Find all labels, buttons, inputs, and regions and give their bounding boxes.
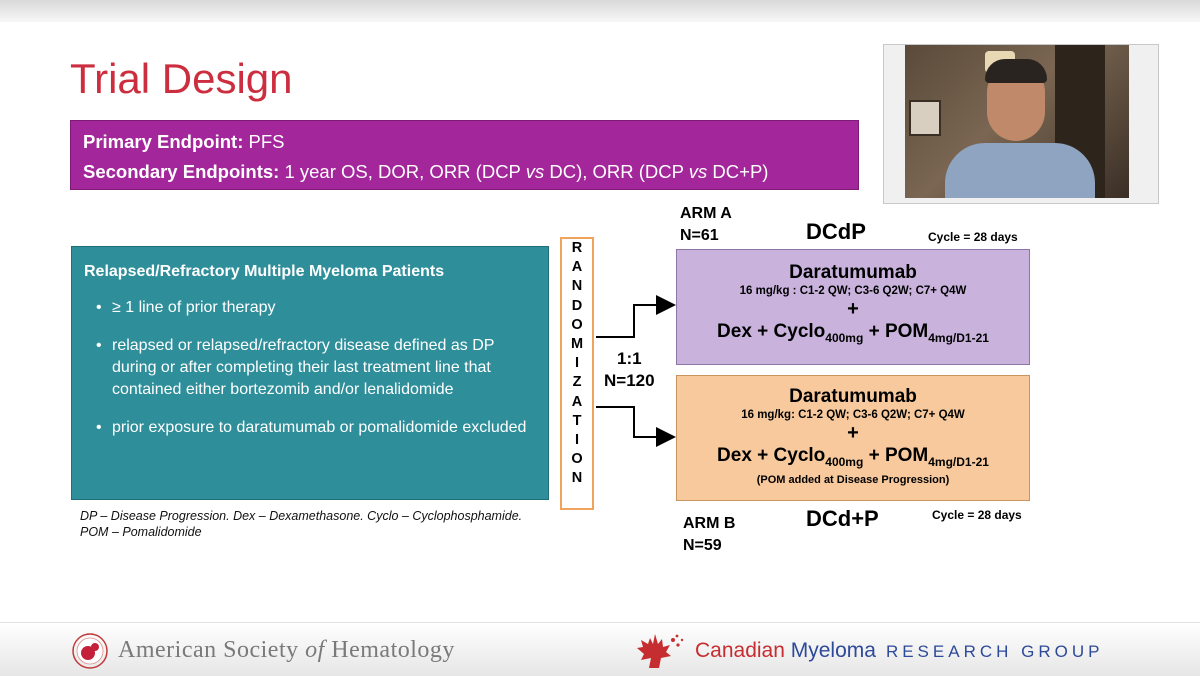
cmrg-wordmark: Canadian Myeloma RESEARCH GROUP [695,639,1103,663]
randomization-letter: I [574,431,580,448]
combo-subscript: 400mg [825,330,864,345]
maple-leaf-icon [637,634,684,668]
arm-a-cycle: Cycle = 28 days [928,230,1018,244]
slide-title: Trial Design [70,55,293,102]
arm-b-name: ARM B [683,515,736,532]
arm-a-regimen: DCdP [806,219,866,244]
arm-b-regimen: DCd+P [806,506,879,531]
randomization-letter: O [571,451,583,468]
vs-2: vs [688,161,708,182]
arm-b-combo: Dex + Cyclo400mg + POM4mg/D1-21 [677,444,1029,474]
allocation-ratio: 1:1 N=120 [604,348,655,392]
randomization-letter: N [571,278,583,295]
randomization-letter: Z [572,374,582,391]
secondary-endpoint-line: Secondary Endpoints: 1 year OS, DOR, ORR… [83,157,846,187]
footer-bar [0,622,1200,676]
vs-1: vs [525,161,545,182]
wall-picture [909,100,941,136]
arm-a-drug: Daratumumab [789,262,917,283]
arm-a-box: Daratumumab 16 mg/kg : C1-2 QW; C3-6 Q2W… [676,249,1030,365]
patients-criteria-list: ≥ 1 line of prior therapy relapsed or re… [84,297,536,439]
speaker-hair [985,59,1047,83]
criteria-item: relapsed or relapsed/refractory disease … [84,335,536,401]
footnote-line: DP – Disease Progression. Dex – Dexameth… [80,509,523,523]
combo-text: Dex + Cyclo [717,445,826,466]
arrow-to-arm-a [596,295,676,338]
cmrg-canadian: Canadian [695,639,785,662]
speaker-shirt [945,143,1095,198]
speaker-video-frame [905,45,1129,198]
randomization-letter: M [570,335,584,352]
ratio-value: 1:1 [617,349,642,368]
secondary-endpoint-text-1: 1 year OS, DOR, ORR (DCP [284,161,526,182]
randomization-letter: O [571,316,583,333]
arm-a-plus: + [847,298,859,320]
randomization-letter: N [571,470,583,487]
arm-b-note: (POM added at Disease Progression) [756,473,950,486]
randomization-letter: R [571,240,583,256]
arm-b-n: N=59 [683,537,722,554]
endpoints-box: Primary Endpoint: PFS Secondary Endpoint… [70,120,859,190]
primary-endpoint-line: Primary Endpoint: PFS [83,127,846,157]
speaker-video [883,44,1159,204]
randomization-letter: A [571,393,583,410]
primary-endpoint-label: Primary Endpoint: [83,131,244,152]
randomization-letter: A [571,259,583,276]
randomization-letter: T [572,412,582,429]
criteria-item: prior exposure to daratumumab or pomalid… [84,417,536,439]
arm-b-cycle: Cycle = 28 days [932,508,1022,522]
arm-a-dose: 16 mg/kg : C1-2 QW; C3-6 Q2W; C7+ Q4W [739,285,967,297]
arm-a-label: ARM A N=61 [680,203,732,247]
primary-endpoint-value: PFS [248,131,285,152]
arm-b-plus: + [847,422,859,444]
arm-a-n: N=61 [680,227,719,244]
abbreviations-footnote: DP – Disease Progression. Dex – Dexameth… [80,508,522,540]
arm-b-dose: 16 mg/kg: C1-2 QW; C3-6 Q2W; C7+ Q4W [741,409,965,421]
randomization-letter: I [574,355,580,372]
cmrg-research-group: RESEARCH GROUP [885,642,1104,661]
combo-text: Dex + Cyclo [717,321,826,342]
patients-box: Relapsed/Refractory Multiple Myeloma Pat… [71,246,549,500]
top-bar [0,0,1200,22]
arrow-to-arm-b [596,406,676,447]
ash-wordmark: American Society of Hematology [118,637,455,664]
combo-text: + POM [863,321,929,342]
secondary-endpoint-label: Secondary Endpoints: [83,161,280,182]
randomization-letter: D [571,297,583,314]
randomization-box: R A N D O M I Z A T I O N [560,237,594,510]
criteria-item: ≥ 1 line of prior therapy [84,297,536,319]
arm-b-drug: Daratumumab [789,386,917,407]
arm-a-name: ARM A [680,205,732,222]
combo-text: + POM [863,445,929,466]
combo-subscript: 400mg [825,454,864,469]
ash-text-part: Hematology [324,637,455,663]
ash-text-part: American Society [118,637,306,663]
ash-logo-icon [72,633,108,669]
cmrg-myeloma: Myeloma [784,639,876,662]
secondary-endpoint-text-2: DC), ORR (DCP [544,161,689,182]
combo-subscript: 4mg/D1-21 [928,454,989,469]
secondary-endpoint-text-3: DC+P) [707,161,769,182]
combo-subscript: 4mg/D1-21 [928,330,989,345]
footnote-line: POM – Pomalidomide [80,525,202,539]
ash-text-of: of [305,637,325,663]
patients-heading: Relapsed/Refractory Multiple Myeloma Pat… [84,263,445,280]
total-n: N=120 [604,371,655,390]
arm-a-combo: Dex + Cyclo400mg + POM4mg/D1-21 [677,320,1029,350]
arm-b-box: Daratumumab 16 mg/kg: C1-2 QW; C3-6 Q2W;… [676,375,1030,501]
arm-b-label: ARM B N=59 [683,513,735,557]
